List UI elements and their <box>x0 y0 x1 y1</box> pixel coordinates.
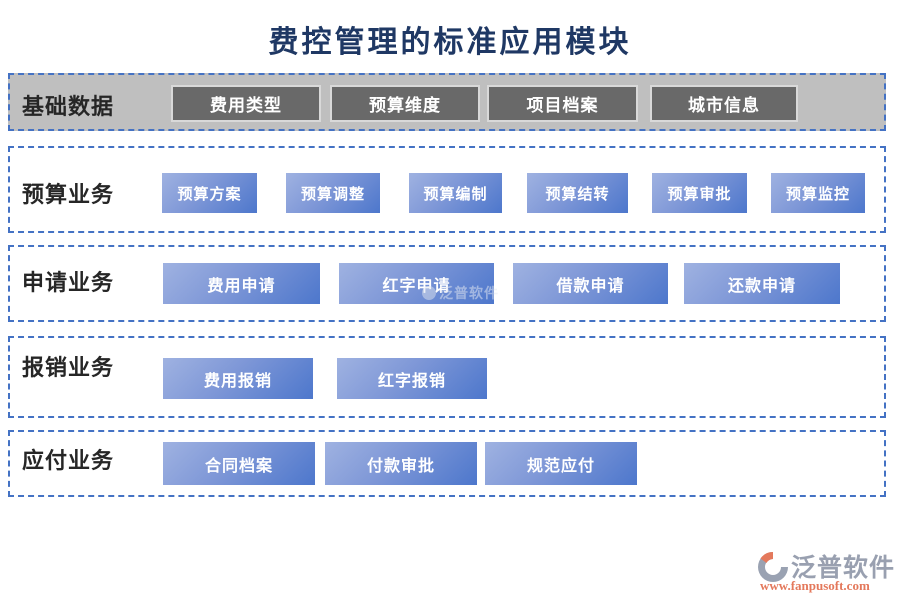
module-button-payment-approval[interactable]: 付款审批 <box>325 442 477 485</box>
module-button-contract-archive[interactable]: 合同档案 <box>163 442 315 485</box>
page-title: 费控管理的标准应用模块 <box>268 26 632 59</box>
module-button-budget-carryover[interactable]: 预算结转 <box>527 173 628 213</box>
row-label-apply-business: 申请业务 <box>22 270 115 295</box>
module-button-loan-apply[interactable]: 借款申请 <box>513 263 668 304</box>
row-label-payable-business: 应付业务 <box>22 448 115 473</box>
row-reimburse-business: 报销业务 费用报销 红字报销 <box>8 336 886 418</box>
module-button-standard-payable[interactable]: 规范应付 <box>485 442 637 485</box>
row-label-reimburse-business: 报销业务 <box>22 355 115 380</box>
module-button-city-info[interactable]: 城市信息 <box>650 85 798 122</box>
row-base-data: 基础数据 费用类型 预算维度 项目档案 城市信息 <box>8 73 886 131</box>
module-button-project-archive[interactable]: 项目档案 <box>487 85 638 122</box>
brand-url: www.fanpusoft.com <box>760 578 870 593</box>
brand-footer: 泛普软件 www.fanpusoft.com <box>750 548 900 598</box>
module-button-budget-monitor[interactable]: 预算监控 <box>771 173 865 213</box>
module-button-red-letter-apply[interactable]: 红字申请 <box>339 263 494 304</box>
module-button-expense-reimburse[interactable]: 费用报销 <box>163 358 313 399</box>
fanpu-logo-icon <box>758 551 788 582</box>
module-button-expense-apply[interactable]: 费用申请 <box>163 263 320 304</box>
module-button-budget-compile[interactable]: 预算编制 <box>409 173 502 213</box>
module-button-fee-type[interactable]: 费用类型 <box>171 85 321 122</box>
module-button-budget-adjust[interactable]: 预算调整 <box>286 173 380 213</box>
row-budget-business: 预算业务 预算方案 预算调整 预算编制 预算结转 预算审批 预算监控 <box>8 146 886 233</box>
row-payable-business: 应付业务 合同档案 付款审批 规范应付 <box>8 430 886 497</box>
row-label-base-data: 基础数据 <box>22 94 115 119</box>
row-label-budget-business: 预算业务 <box>22 182 115 207</box>
module-button-budget-approval[interactable]: 预算审批 <box>652 173 747 213</box>
brand-name: 泛普软件 <box>791 554 896 582</box>
row-apply-business: 申请业务 费用申请 红字申请 借款申请 还款申请 泛普软件 <box>8 245 886 322</box>
module-button-red-letter-reimburse[interactable]: 红字报销 <box>337 358 487 399</box>
module-button-repayment-apply[interactable]: 还款申请 <box>684 263 840 304</box>
module-button-budget-dimension[interactable]: 预算维度 <box>330 85 480 122</box>
module-button-budget-plan[interactable]: 预算方案 <box>162 173 257 213</box>
